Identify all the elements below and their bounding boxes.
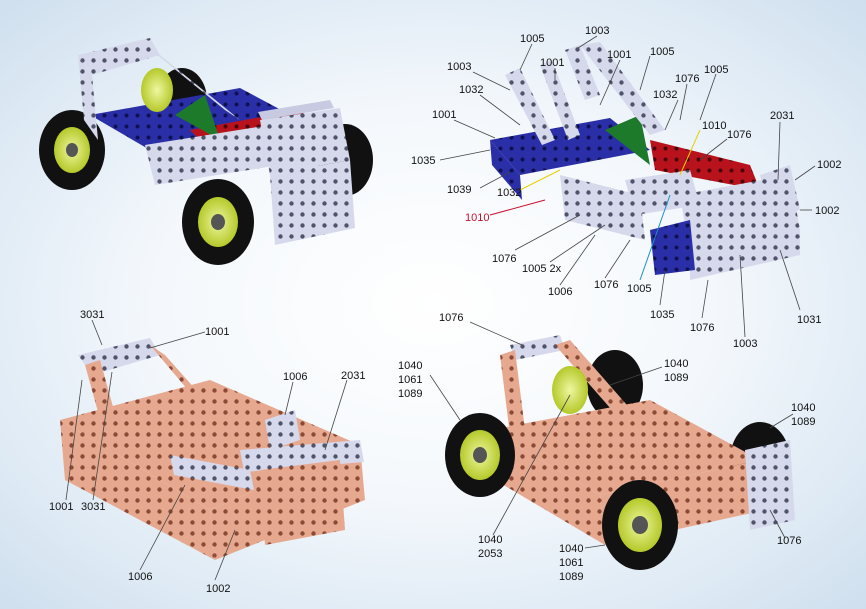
wheel [39,110,105,190]
arch-leg [500,350,525,435]
front-block [260,108,350,175]
part-label: 1089 [559,571,583,583]
arch-leg [78,55,98,140]
arch-leg [85,360,125,455]
arch-strip [145,45,240,120]
part-labels: 1003 1005 1001 1001 1005 1003 1076 1005 … [49,25,841,595]
part-label: 1061 [398,374,422,386]
part-label: 1040 [559,543,583,555]
part-label: 1005 2x [522,263,562,275]
part-label: 1010 [702,120,726,132]
part-label: 1076 [439,312,463,324]
part-label: 1035 [650,309,674,321]
part-label: 1001 [432,109,456,121]
part-label: 1089 [398,388,422,400]
part-label: 1076 [492,253,516,265]
plate-2031 [760,165,800,215]
green-bracket [175,95,220,140]
part-label: 2053 [478,548,502,560]
part-label: 1001 [205,326,229,338]
arch-strip [555,340,640,425]
strip-1001 [540,60,580,140]
leader-lines [65,35,816,581]
part-label: 1061 [559,557,583,569]
strip-1003-upper [565,45,600,100]
part-label: 1076 [777,535,801,547]
part-label: 1005 [520,33,544,45]
part-label: 1001 [607,49,631,61]
part-label: 1005 [627,283,651,295]
part-label: 1003 [447,61,471,73]
part-label: 1076 [675,73,699,85]
part-label: 1010 [465,212,489,224]
part-label: 1001 [540,57,564,69]
part-label: 1089 [791,416,815,428]
strip-1003 [505,68,555,145]
part-label: 1031 [797,314,821,326]
part-label: 1040 [398,360,422,372]
plate-1006 [265,410,300,450]
part-label: 1006 [128,571,152,583]
part-label: 1040 [791,402,815,414]
green-bracket [605,115,650,165]
wheel [602,480,678,570]
part-label: 1002 [206,583,230,595]
wheel [445,413,515,497]
tan-base-side [60,420,215,560]
part-label: 1006 [548,286,572,298]
part-label: 1032 [459,84,483,96]
part-label: 3031 [80,309,104,321]
vehicle-top-left [39,38,373,265]
part-label: 1076 [594,279,618,291]
vehicle-bottom-left [60,338,365,560]
part-label: 1040 [664,358,688,370]
part-label: 2031 [770,110,794,122]
roller [552,366,588,414]
part-label: 1032 [497,187,521,199]
top-arch-plate [78,38,160,75]
part-label: 1005 [704,64,728,76]
front-strip [258,100,334,120]
part-label: 1005 [650,46,674,58]
part-label: 1002 [815,205,839,217]
arch-strip [150,345,245,445]
part-label: 1001 [49,501,73,513]
front-block-bottom [690,230,800,280]
strip-1006 [560,175,645,240]
part-label: 1040 [478,534,502,546]
tan-base [490,400,760,495]
side-wall [145,125,280,185]
vehicle-top-right-exploded [490,42,800,280]
part-label: 1089 [664,372,688,384]
part-label: 3031 [81,501,105,513]
top-plate-1076 [510,335,565,360]
part-label: 1006 [283,371,307,383]
part-label: 1035 [411,155,435,167]
blue-base-side [490,140,522,200]
strip-1005 [580,42,665,135]
part-label: 1003 [733,338,757,350]
front-block-side [270,160,355,245]
red-plate [650,140,760,190]
part-label: 1039 [447,184,471,196]
strip-1006 [170,455,254,490]
plate-1076 [745,440,795,530]
front-block [260,460,345,545]
roller [141,68,173,112]
block-1005 [625,170,700,215]
part-label: 1003 [585,25,609,37]
wheel [182,179,254,265]
part-label: 1002 [817,159,841,171]
part-1035 [650,220,695,275]
vehicle-bottom-right [445,335,795,570]
part-label: 1032 [653,89,677,101]
part-label: 1076 [690,322,714,334]
tan-base-side [490,430,605,545]
part-label: 1076 [727,129,751,141]
part-label: 2031 [341,370,365,382]
wheel [587,350,643,420]
